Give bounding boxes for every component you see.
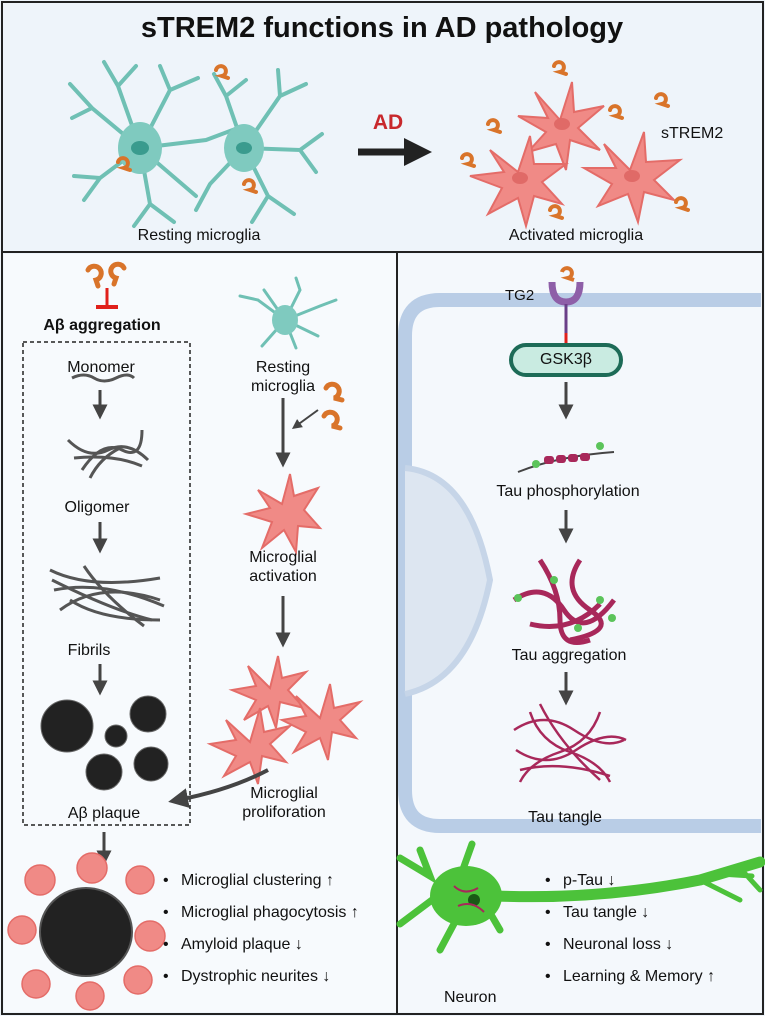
neuron-graphic: [396, 840, 765, 954]
monomer-label: Monomer: [67, 359, 135, 376]
microglial-proliferation-label: Microglial proliforation: [242, 784, 326, 822]
microglial-activation-label: Microglial activation: [249, 548, 317, 586]
left-panel-bg: [4, 254, 396, 1012]
effect-text: Microglial phagocytosis ↑: [181, 904, 359, 921]
strem2-inhibitor-left: [85, 261, 127, 289]
effect-text: Amyloid plaque ↓: [181, 936, 303, 953]
strem2-fragments: [116, 60, 690, 220]
nucleus: [404, 465, 494, 697]
effect-text: Neuronal loss ↓: [563, 936, 674, 953]
proliferating-microglia: [206, 655, 364, 785]
strem2-pathway: [321, 381, 345, 431]
resting-microglia-cell: [68, 60, 240, 228]
strem2-ligand: [560, 266, 575, 282]
resting-microglia-small-label: Resting microglia: [251, 358, 315, 396]
effect-item: •Tau tangle ↓: [545, 904, 650, 921]
effect-item: •Amyloid plaque ↓: [163, 936, 303, 953]
monomer-graphic: [71, 373, 136, 383]
effect-item: •p-Tau ↓: [545, 872, 616, 889]
label-line: Microglial: [249, 549, 317, 566]
fibrils-label: Fibrils: [67, 642, 111, 659]
tau-phosphorylation-label: Tau phosphorylation: [496, 483, 640, 500]
effect-item: •Microglial phagocytosis ↑: [163, 904, 359, 921]
left-effects-list: •Microglial clustering ↑ •Microglial pha…: [163, 872, 359, 1000]
strem2-arrow: [291, 409, 319, 429]
activated-microglia-cluster: [469, 81, 684, 230]
figure-title: sTREM2 functions in AD pathology: [140, 12, 624, 44]
plaque-graphic: [40, 695, 169, 791]
effect-item: •Neuronal loss ↓: [545, 936, 674, 953]
label-line: activation: [249, 568, 317, 585]
resting-microglia-label: Resting microglia: [137, 227, 261, 244]
resting-microglia-cell-2: [194, 68, 324, 224]
resting-microglia-nucleus: [131, 141, 149, 155]
resting-microglia-small-body: [272, 305, 298, 335]
tau-tangle-label: Tau tangle: [528, 809, 602, 826]
effect-item: •Microglial clustering ↑: [163, 872, 334, 889]
neuron-label: Neuron: [444, 989, 497, 1006]
tau-aggregation-label: Tau aggregation: [511, 647, 627, 664]
neuron-axon: [490, 856, 765, 903]
tg2-label: TG2: [505, 287, 535, 304]
oligomer-graphic: [66, 429, 150, 479]
tau-tangle-graphic: [513, 703, 627, 783]
activated-microglia-nucleus: [512, 172, 528, 184]
activated-microglia-nucleus: [554, 118, 570, 130]
label-line: Microglial: [250, 785, 318, 802]
effect-text: Microglial clustering ↑: [181, 872, 334, 889]
label-line: Resting: [255, 359, 311, 376]
activated-microglia-small: [242, 473, 323, 556]
plaque-with-microglia: [7, 852, 166, 1011]
effect-text: Dystrophic neurites ↓: [181, 968, 331, 985]
effect-text: p-Tau ↓: [563, 872, 616, 889]
amyloid-plaque-core: [39, 887, 133, 977]
label-line: microglia: [250, 378, 316, 395]
abeta-aggregation-label: Aβ aggregation: [43, 317, 161, 334]
effect-text: Tau tangle ↓: [563, 904, 650, 921]
fibrils-graphic: [49, 565, 165, 628]
effect-item: •Dystrophic neurites ↓: [163, 968, 331, 985]
strem2-label: sTREM2: [661, 125, 724, 142]
activated-microglia-label: Activated microglia: [508, 227, 644, 244]
tau-aggregation-graphic: [512, 558, 616, 645]
resting-microglia-small: [238, 276, 338, 350]
effect-text: Learning & Memory ↑: [563, 968, 716, 985]
tau-phosphorylated-graphic: [517, 442, 615, 473]
aggregation-box: [22, 341, 191, 826]
label-line: proliforation: [242, 804, 326, 821]
abeta-plaque-label: Aβ plaque: [67, 805, 141, 822]
ad-arrow-label: AD: [372, 111, 404, 134]
proliferation-to-plaque-arrow: [168, 768, 269, 808]
effect-item: •Learning & Memory ↑: [545, 968, 716, 985]
oligomer-label: Oligomer: [64, 499, 130, 516]
activated-microglia-nucleus: [624, 170, 640, 182]
gsk3b-box: GSK3β: [509, 343, 623, 377]
tg2-receptor: [548, 281, 584, 306]
right-effects-list: •p-Tau ↓ •Tau tangle ↓ •Neuronal loss ↓ …: [545, 872, 715, 1000]
resting-microglia-nucleus-2: [236, 142, 252, 154]
